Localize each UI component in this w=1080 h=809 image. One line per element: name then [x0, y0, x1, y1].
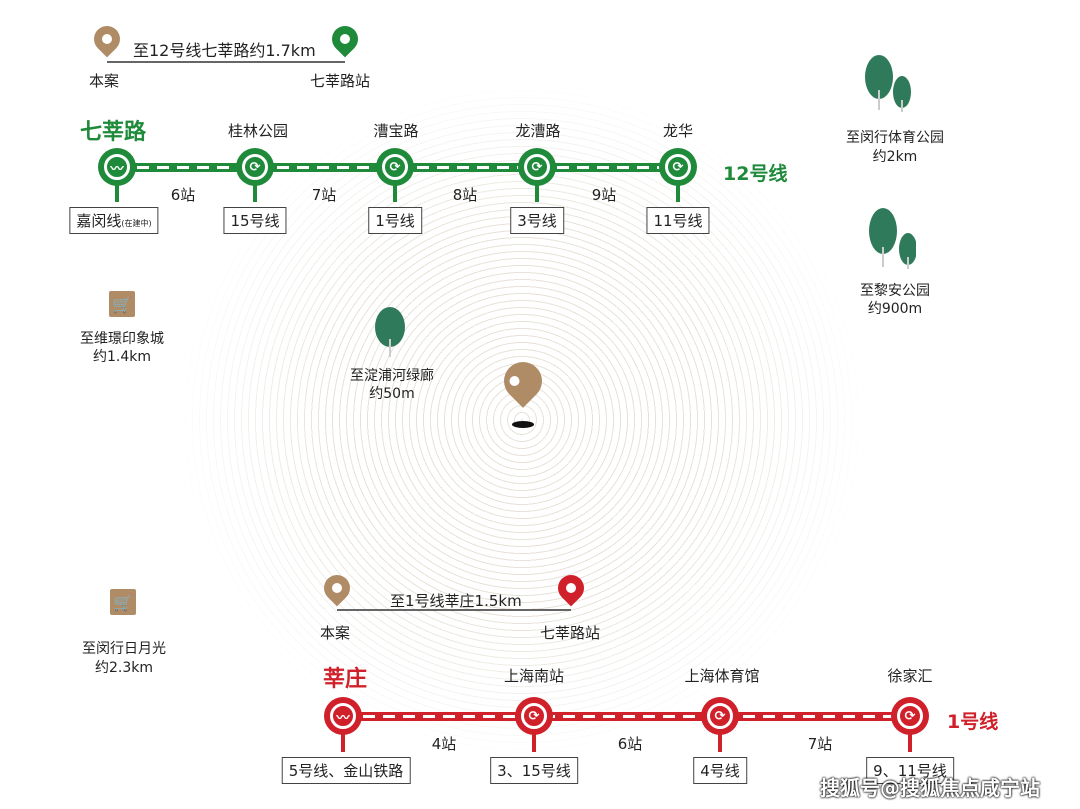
interchange-icon: ⟳	[236, 148, 274, 186]
station-name: 徐家汇	[887, 667, 933, 685]
stop-count: 9站	[591, 186, 617, 204]
distance-connector	[107, 61, 345, 63]
transfer-box: 5号线、金山铁路	[281, 757, 411, 784]
station-name: 桂林公园	[227, 122, 289, 140]
stem	[115, 180, 119, 202]
stem	[718, 730, 722, 752]
stop-count: 4站	[431, 735, 457, 753]
interchange-icon: ⟳	[701, 697, 739, 735]
route-distance: 至12号线七莘路约1.7km	[133, 41, 316, 60]
shopping-cart-icon: 🛒	[110, 589, 136, 615]
poi-name: 至黎安公园	[860, 283, 930, 299]
poi-name: 至淀浦河绿廊	[350, 368, 434, 384]
poi-distance: 约1.4km	[92, 349, 152, 365]
station-name: 上海体育馆	[684, 667, 760, 685]
tree-icon	[862, 55, 911, 112]
poi-distance: 约50m	[369, 386, 415, 402]
transfer-box: 3号线	[510, 207, 564, 234]
shopping-cart-icon: 🛒	[109, 291, 135, 317]
poi-distance: 约900m	[867, 301, 923, 317]
transfer-box: 4号线	[693, 757, 747, 784]
metro-logo-icon: 〰	[98, 148, 136, 186]
station-name: 七莘路	[80, 120, 147, 145]
station-name: 上海南站	[503, 667, 565, 685]
watermark: 搜狐号@搜狐焦点咸宁站	[820, 776, 1040, 800]
poi-name: 至闵行日月光	[82, 641, 166, 657]
poi-name: 至闵行体育公园	[846, 130, 944, 146]
distance-connector	[337, 609, 571, 611]
stem	[535, 180, 539, 202]
interchange-icon: ⟳	[659, 148, 697, 186]
line12-label: 12号线	[723, 163, 788, 185]
transfer-box: 1号线	[368, 207, 422, 234]
metro-logo-icon: 〰	[324, 697, 362, 735]
stop-count: 8站	[452, 186, 478, 204]
stem	[908, 730, 912, 752]
interchange-icon: ⟳	[376, 148, 414, 186]
stop-count: 7站	[311, 186, 337, 204]
poi-name: 至维璟印象城	[80, 331, 164, 347]
stem	[532, 730, 536, 752]
stem	[676, 180, 680, 202]
interchange-icon: ⟳	[515, 697, 553, 735]
stop-count: 7站	[807, 735, 833, 753]
stop-count: 6站	[170, 186, 196, 204]
transfer-line: 嘉闵线	[76, 212, 122, 230]
station-name: 龙漕路	[515, 122, 561, 140]
pin-shadow	[512, 421, 534, 428]
station-name: 莘庄	[323, 667, 368, 692]
tree-icon	[866, 207, 917, 269]
station-name: 漕宝路	[373, 122, 419, 140]
stem	[253, 180, 257, 202]
poi-distance: 约2km	[872, 149, 918, 165]
poi-distance: 约2.3km	[94, 660, 154, 676]
transfer-box: 3、15号线	[490, 757, 578, 784]
transfer-note: (在建中)	[121, 219, 152, 228]
transfer-box: 嘉闵线(在建中)	[69, 207, 159, 234]
tree-icon	[372, 305, 412, 360]
station-name: 龙华	[662, 122, 694, 140]
interchange-icon: ⟳	[518, 148, 556, 186]
transfer-box: 11号线	[646, 207, 710, 234]
transfer-box: 15号线	[223, 207, 287, 234]
concentric-rings-background	[172, 70, 872, 770]
stem	[341, 730, 345, 752]
transfer-box: 9、11号线	[866, 757, 954, 784]
project-pin-icon	[88, 20, 126, 58]
interchange-icon: ⟳	[891, 697, 929, 735]
stop-count: 6站	[617, 735, 643, 753]
route-to: 七莘路站	[540, 624, 601, 642]
stem	[393, 180, 397, 202]
route-from: 本案	[89, 72, 120, 90]
station-pin-icon	[326, 20, 364, 58]
route-distance: 至1号线莘庄1.5km	[390, 592, 522, 610]
route-to: 七莘路站	[310, 72, 371, 90]
line1-label: 1号线	[947, 711, 999, 733]
line1-track	[343, 712, 910, 721]
route-from: 本案	[320, 624, 351, 642]
